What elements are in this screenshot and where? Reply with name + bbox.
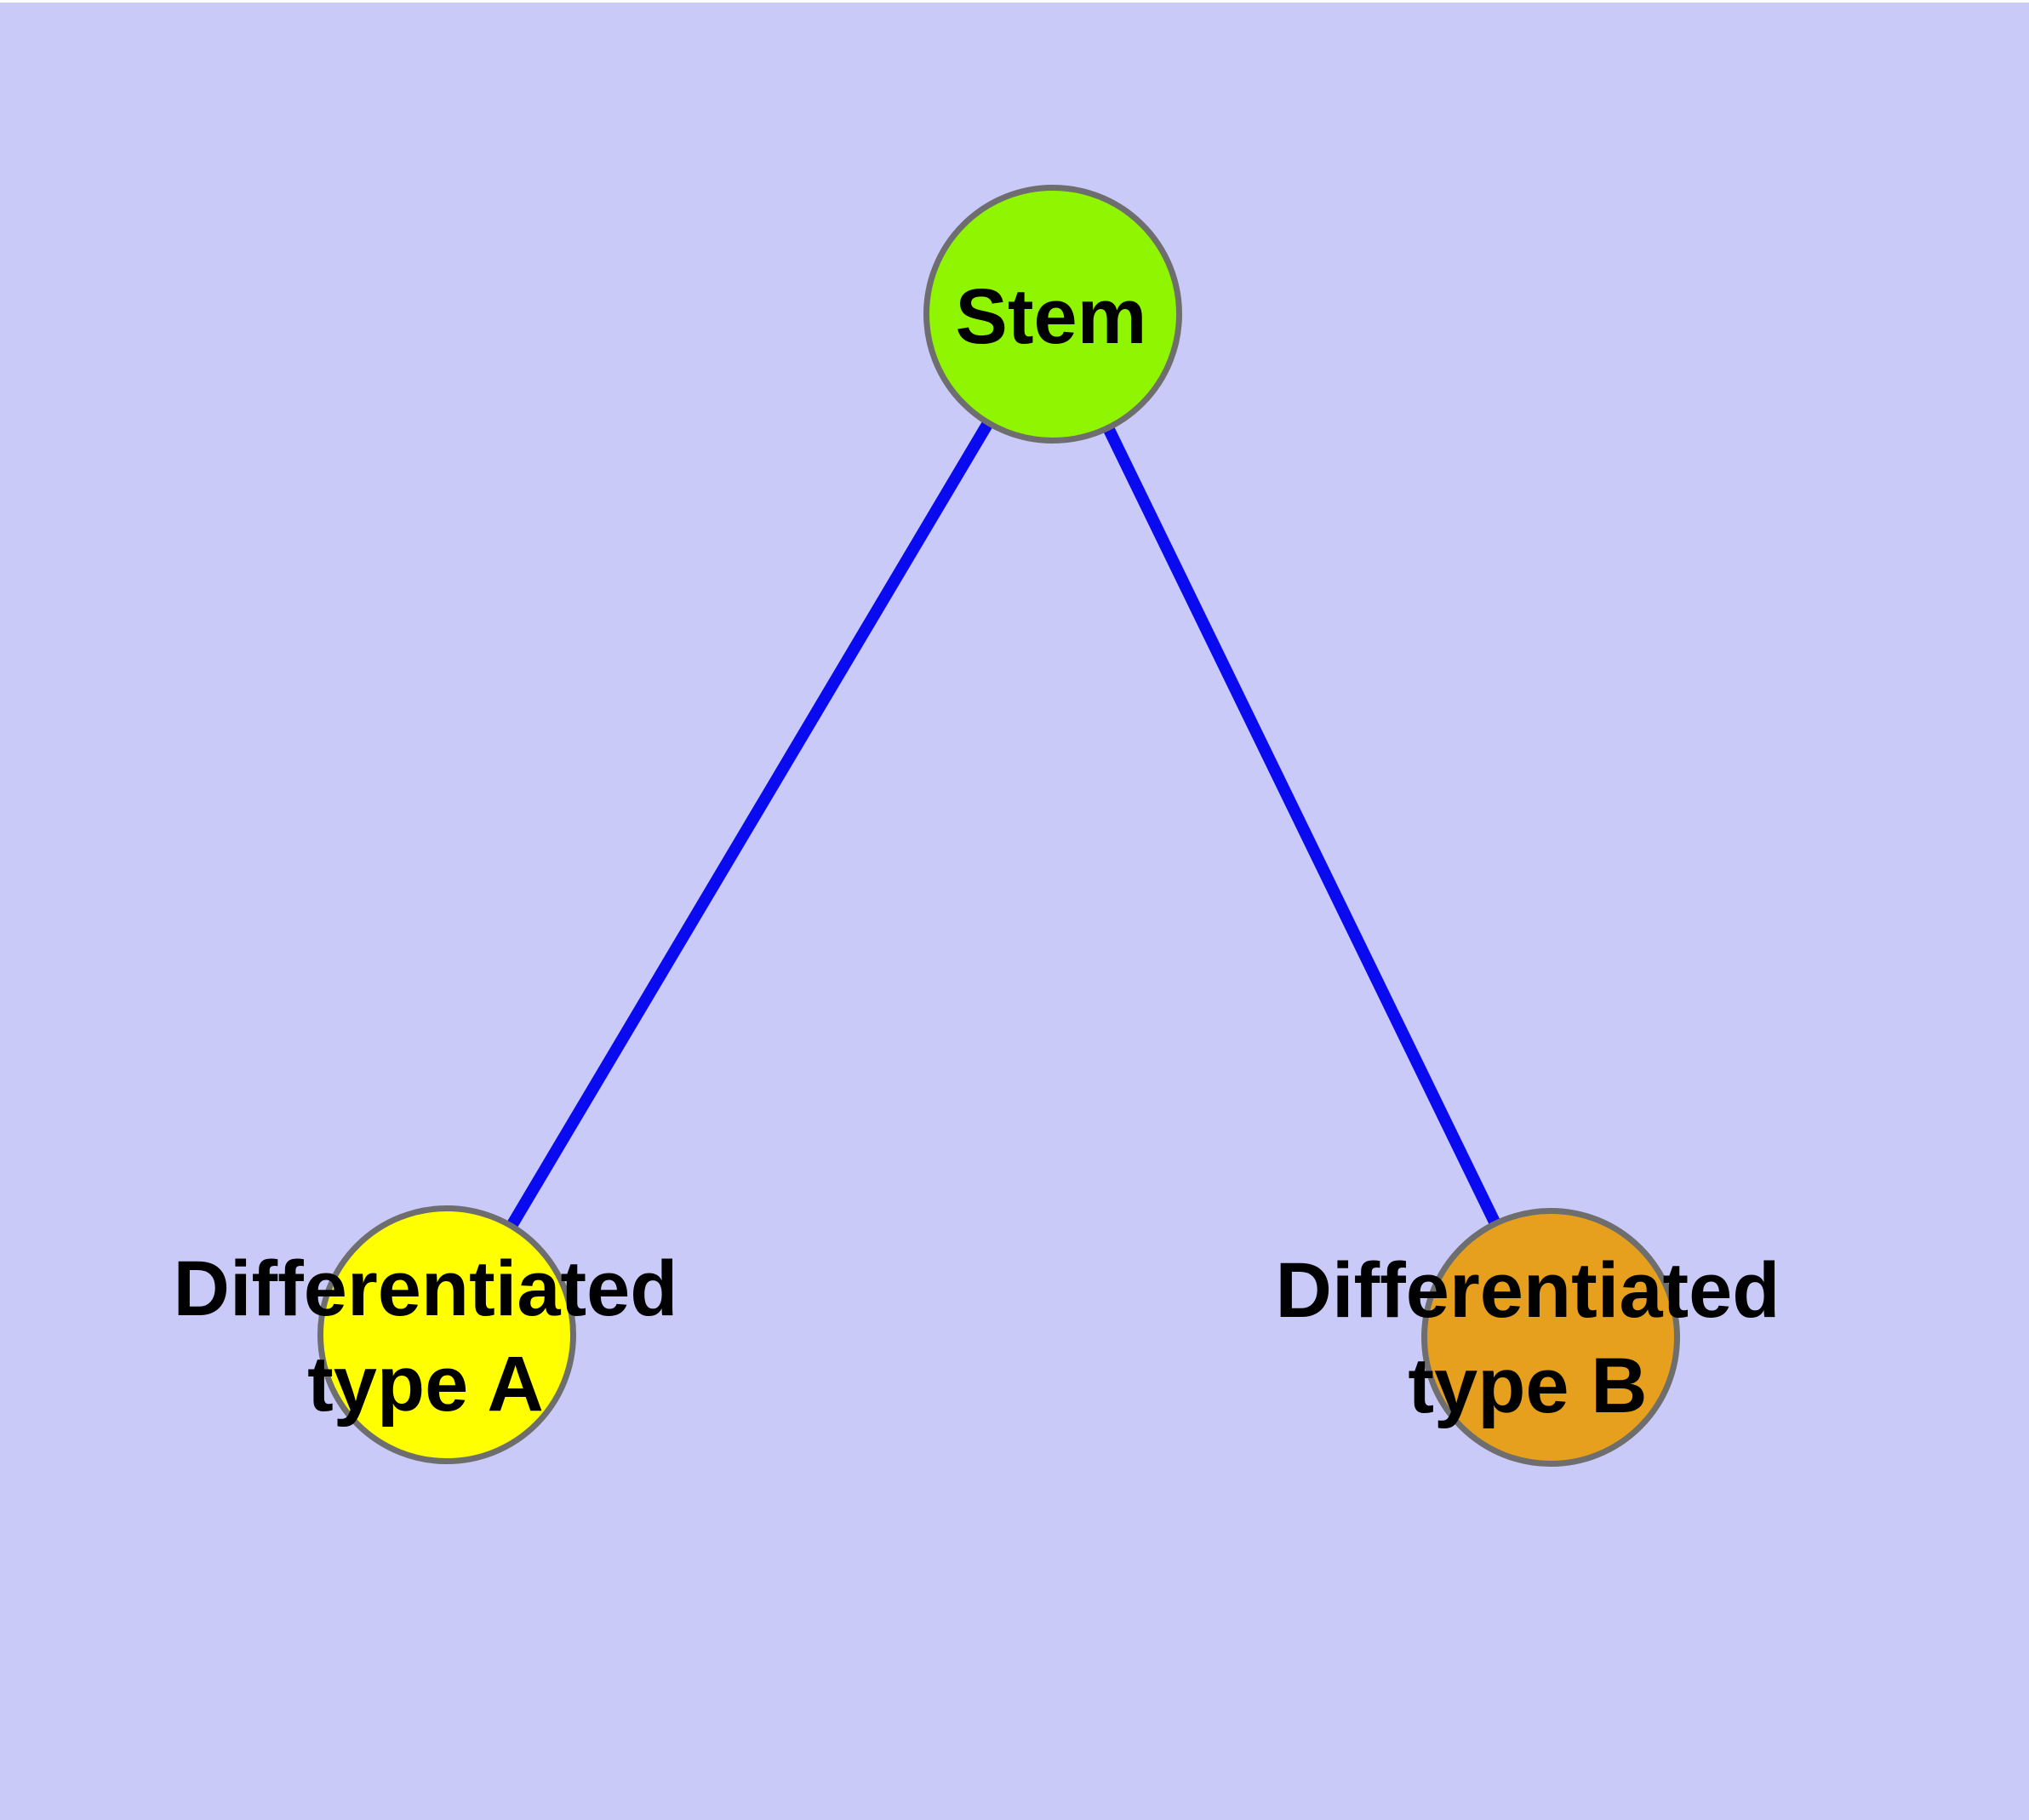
node-stem[interactable] [923, 185, 1182, 444]
edge-stem-to-differentiated-type-b [1047, 311, 1557, 1341]
edge-stem-to-differentiated-type-a [441, 311, 1059, 1338]
node-differentiated-type-a[interactable] [317, 1205, 576, 1464]
node-differentiated-type-b[interactable] [1421, 1208, 1680, 1467]
window-top-edge [0, 0, 2029, 3]
